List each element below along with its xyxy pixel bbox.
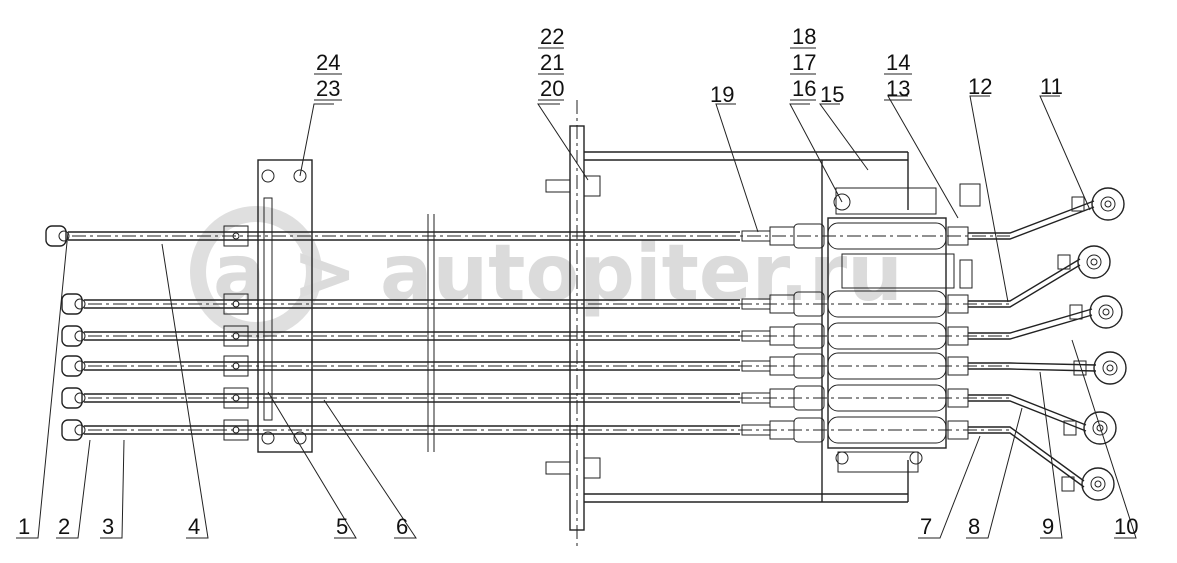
callout-15: 15 <box>820 82 844 107</box>
callout-17: 17 <box>792 50 816 75</box>
callout-12: 12 <box>968 74 992 99</box>
callout-8: 8 <box>968 514 980 539</box>
control-rod <box>61 290 1010 318</box>
lever-arm <box>968 187 1125 240</box>
callout-labels: 1 2 3 4 5 6 7 8 9 10 11 12 13 14 15 16 1… <box>18 24 1138 539</box>
callout-18: 18 <box>792 24 816 49</box>
callout-23: 23 <box>316 76 340 101</box>
callout-10: 10 <box>1114 514 1138 539</box>
rod-rows <box>45 214 1010 452</box>
lever-arm <box>968 394 1117 445</box>
support-frame <box>584 151 909 503</box>
control-rod <box>45 222 1010 250</box>
lever-arm <box>968 245 1111 308</box>
control-rod <box>61 322 1010 350</box>
middle-plate <box>545 100 601 548</box>
callout-6: 6 <box>396 514 408 539</box>
leader-lines <box>16 47 1137 539</box>
lever-arm <box>968 295 1123 340</box>
callout-13: 13 <box>886 76 910 101</box>
callout-16: 16 <box>792 76 816 101</box>
control-rod <box>61 416 1010 444</box>
watermark-logo-arrow: > <box>292 229 357 319</box>
callout-21: 21 <box>540 50 564 75</box>
callout-24: 24 <box>316 50 340 75</box>
callout-9: 9 <box>1042 514 1054 539</box>
lever-arm <box>968 426 1115 501</box>
callout-2: 2 <box>58 514 70 539</box>
callout-5: 5 <box>336 514 348 539</box>
control-rod <box>61 352 1010 380</box>
callout-19: 19 <box>710 82 734 107</box>
callout-1: 1 <box>18 514 30 539</box>
left-bracket <box>257 159 313 453</box>
right-levers <box>968 187 1127 501</box>
lever-arm <box>968 351 1127 385</box>
callout-11: 11 <box>1040 74 1063 99</box>
callout-3: 3 <box>102 514 114 539</box>
callout-14: 14 <box>886 50 910 75</box>
callout-4: 4 <box>188 514 200 539</box>
callout-20: 20 <box>540 76 564 101</box>
callout-22: 22 <box>540 24 564 49</box>
callout-7: 7 <box>920 514 932 539</box>
control-rod <box>61 384 1010 412</box>
